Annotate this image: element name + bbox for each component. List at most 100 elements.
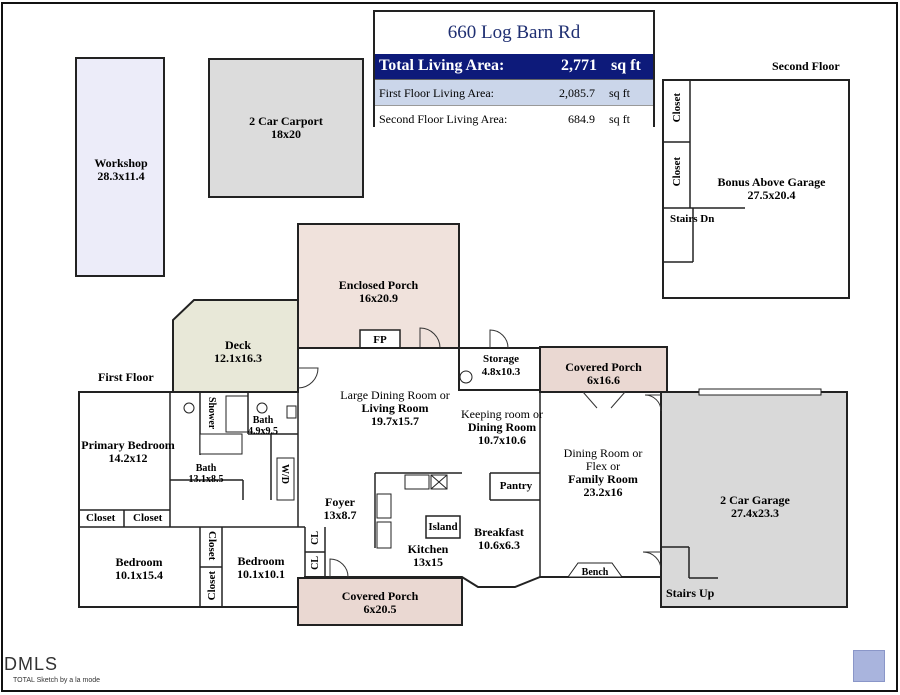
cl-label: CL xyxy=(310,531,321,545)
mls-logo: DMLS xyxy=(4,654,59,674)
bench-label: Bench xyxy=(581,567,609,578)
french-door xyxy=(582,391,626,409)
garage-door xyxy=(698,388,822,396)
garage-size: 27.4x23.3 xyxy=(731,506,779,520)
deck-size: 12.1x16.3 xyxy=(214,351,262,365)
breakfast-name: Breakfast xyxy=(474,525,524,539)
carport-name: 2 Car Carport xyxy=(249,114,323,128)
door-swing xyxy=(297,367,319,389)
pantry-label: Pantry xyxy=(499,480,533,492)
closet-label: Closet xyxy=(206,571,218,601)
toilet xyxy=(183,402,195,414)
total-area-row: Total Living Area: 2,771 sq ft xyxy=(375,54,653,79)
primary-name: Primary Bedroom xyxy=(81,438,175,452)
covered-porch-bottom xyxy=(297,577,463,626)
stairs-up-label: Stairs Up xyxy=(666,586,715,600)
second-floor-label: Second Floor xyxy=(772,59,840,73)
workshop-room xyxy=(75,57,165,277)
first-floor-label: First Floor xyxy=(98,370,154,384)
covered-porch-bottom-size: 6x20.5 xyxy=(363,602,397,616)
range xyxy=(376,493,392,519)
island xyxy=(425,515,461,539)
foyer-size: 13x8.7 xyxy=(323,508,357,522)
door-swing xyxy=(642,551,662,571)
family-line3: Family Room xyxy=(568,472,638,486)
covered-porch-bottom-name: Covered Porch xyxy=(341,589,419,603)
family-line1: Dining Room or xyxy=(563,446,643,460)
garage-name: 2 Car Garage xyxy=(720,493,790,507)
covered-porch-top-size: 6x16.6 xyxy=(587,373,620,387)
sink xyxy=(286,405,297,419)
shower-label: Shower xyxy=(206,397,217,430)
bath-primary-name: Bath xyxy=(195,463,217,474)
washer-dryer xyxy=(276,457,295,501)
storage-name: Storage xyxy=(482,353,520,365)
second-floor-area-unit: sq ft xyxy=(609,112,630,126)
address-title: 660 Log Barn Rd xyxy=(447,22,581,43)
badge-logo xyxy=(853,650,885,682)
total-area-unit: sq ft xyxy=(611,57,641,74)
door-swing xyxy=(489,329,509,349)
living-size: 19.7x15.7 xyxy=(371,414,419,428)
bath-small-size: 4.9x9.5 xyxy=(248,426,278,437)
workshop-size: 28.3x11.4 xyxy=(97,169,145,183)
kitchen-size: 13x15 xyxy=(413,555,443,569)
bedroom-mid-name: Bedroom xyxy=(237,554,285,568)
closet-label: Closet xyxy=(206,531,218,561)
cl-label: CL xyxy=(310,556,321,570)
bath-small-name: Bath xyxy=(252,415,274,426)
first-floor-area-row: First Floor Living Area: 2,085.7 sq ft xyxy=(375,79,653,105)
closet-label: Closet xyxy=(671,93,683,123)
living-line2: Living Room xyxy=(361,401,429,415)
first-floor-area-unit: sq ft xyxy=(609,86,630,100)
primary-size: 14.2x12 xyxy=(108,451,148,465)
breakfast-size: 10.6x6.3 xyxy=(478,538,520,552)
bonus-size: 27.5x20.4 xyxy=(747,188,796,202)
island-label: Island xyxy=(428,521,458,533)
tub xyxy=(225,395,249,433)
deck-name: Deck xyxy=(225,338,251,352)
door-swing xyxy=(419,327,441,349)
closet-label: Closet xyxy=(86,512,116,524)
enclosed-porch-name: Enclosed Porch xyxy=(338,278,419,292)
closet-label: Closet xyxy=(133,512,163,524)
software-credit: TOTAL Sketch by a la mode xyxy=(13,677,101,684)
total-area-label: Total Living Area: xyxy=(379,57,505,74)
foyer-name: Foyer xyxy=(325,495,355,509)
first-floor-area-value: 2,085.7 xyxy=(559,86,595,100)
bonus-room xyxy=(662,79,850,299)
storage-room xyxy=(458,347,541,391)
bonus-name: Bonus Above Garage xyxy=(717,175,826,189)
bath-primary-size: 13.1x8.5 xyxy=(188,474,224,485)
second-floor-area-value: 684.9 xyxy=(568,112,595,126)
enclosed-porch-room xyxy=(297,223,460,349)
fp-label: FP xyxy=(373,334,387,346)
keeping-size: 10.7x10.6 xyxy=(478,433,526,447)
door-swing xyxy=(644,394,662,412)
family-size: 23.2x16 xyxy=(583,485,623,499)
bedroom-left-size: 10.1x15.4 xyxy=(115,568,163,582)
bedroom-mid-size: 10.1x10.1 xyxy=(237,567,285,581)
second-floor-area-row: Second Floor Living Area: 684.9 sq ft xyxy=(375,105,653,131)
closet-label: Closet xyxy=(671,157,683,187)
keeping-line2: Dining Room xyxy=(467,420,537,434)
bedroom-left-name: Bedroom xyxy=(115,555,163,569)
toilet xyxy=(256,402,268,414)
door-swing xyxy=(329,558,349,578)
wd-label: W/D xyxy=(279,464,290,484)
fridge xyxy=(376,521,392,549)
